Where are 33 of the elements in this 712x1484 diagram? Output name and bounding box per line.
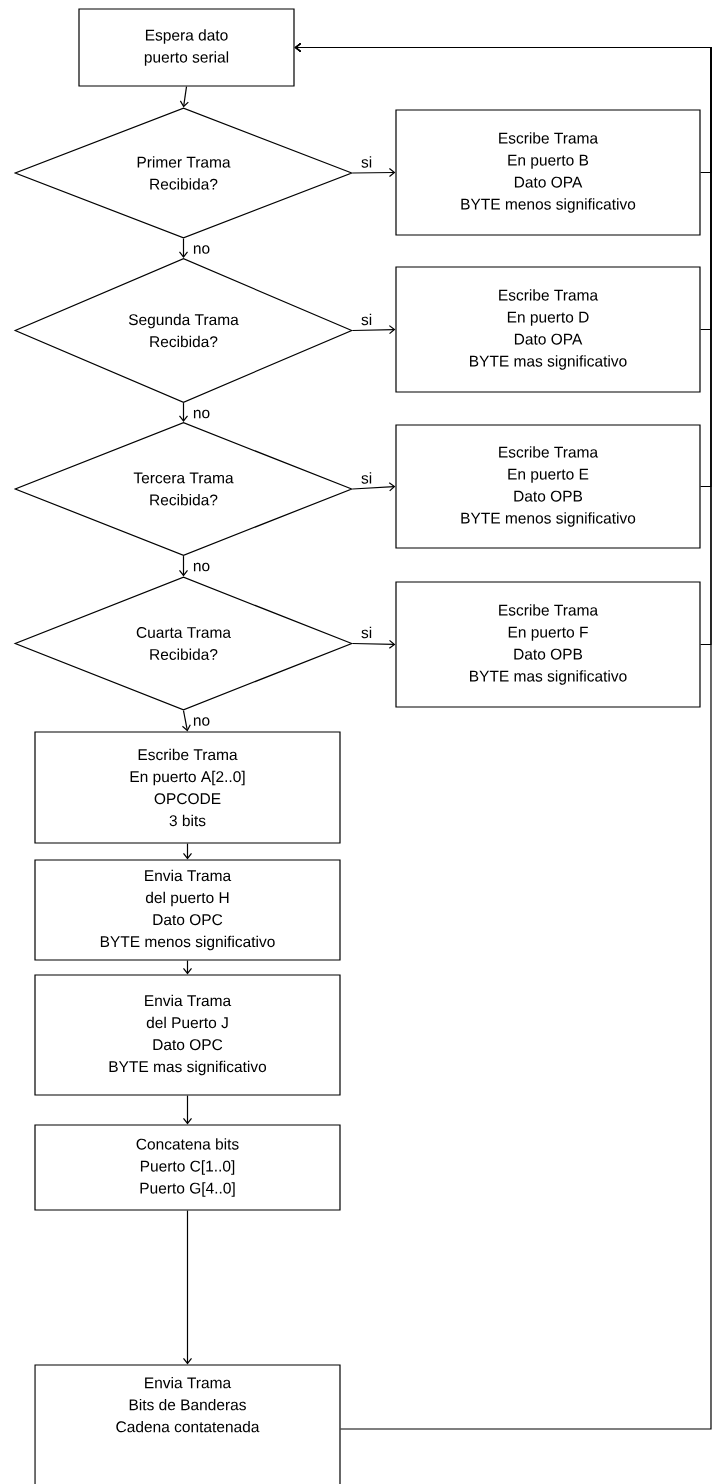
process-box: Escribe Trama En puerto F Dato OPB BYTE mas significativo	[395, 581, 701, 708]
process-box	[34, 1364, 341, 1484]
process-box: Escribe Trama En puerto E Dato OPB BYTE menos significativo	[395, 424, 701, 549]
edge-label: no	[191, 561, 212, 573]
edge-label: si	[360, 471, 374, 485]
process-box: Escribe Trama En puerto B Dato OPA BYTE menos significativo	[395, 109, 701, 236]
process-box: Escribe Trama En puerto D Dato OPA BYTE mas significativo	[395, 266, 701, 393]
arrow	[352, 639, 396, 649]
process-box: Envia Trama del Puerto J Dato OPC BYTE mas significativo	[34, 974, 341, 1096]
process-box: Espera dato puerto serial	[78, 8, 295, 87]
arrow	[182, 1210, 193, 1365]
edge-label: no	[191, 408, 212, 420]
arrow	[178, 238, 189, 258]
edge-label: no	[191, 244, 212, 255]
arrow	[178, 402, 189, 422]
arrow	[182, 1095, 193, 1125]
arrow	[294, 42, 712, 1430]
process-box: Escribe Trama En puerto A[2..0] OPCODE 3 bits	[34, 731, 341, 844]
arrow	[181, 710, 191, 732]
edge-label: si	[360, 312, 374, 327]
edge-label: si	[360, 625, 374, 640]
process-box: Envia Trama del puerto H Dato OPC BYTE menos significativo	[34, 859, 341, 961]
process-box: Concatena bits Puerto C[1..0] Puerto G[4..0]	[34, 1124, 341, 1211]
arrow	[182, 843, 193, 860]
edge-label: si	[360, 155, 374, 169]
arrow	[179, 86, 189, 108]
arrow	[352, 482, 396, 492]
arrow	[352, 325, 396, 335]
box-text: Envia Trama Bits de Banderas Cadena contatenada	[116, 1376, 260, 1433]
arrow	[182, 960, 193, 975]
arrow	[352, 167, 396, 178]
edge-label: no	[191, 716, 212, 727]
arrow	[178, 555, 189, 577]
